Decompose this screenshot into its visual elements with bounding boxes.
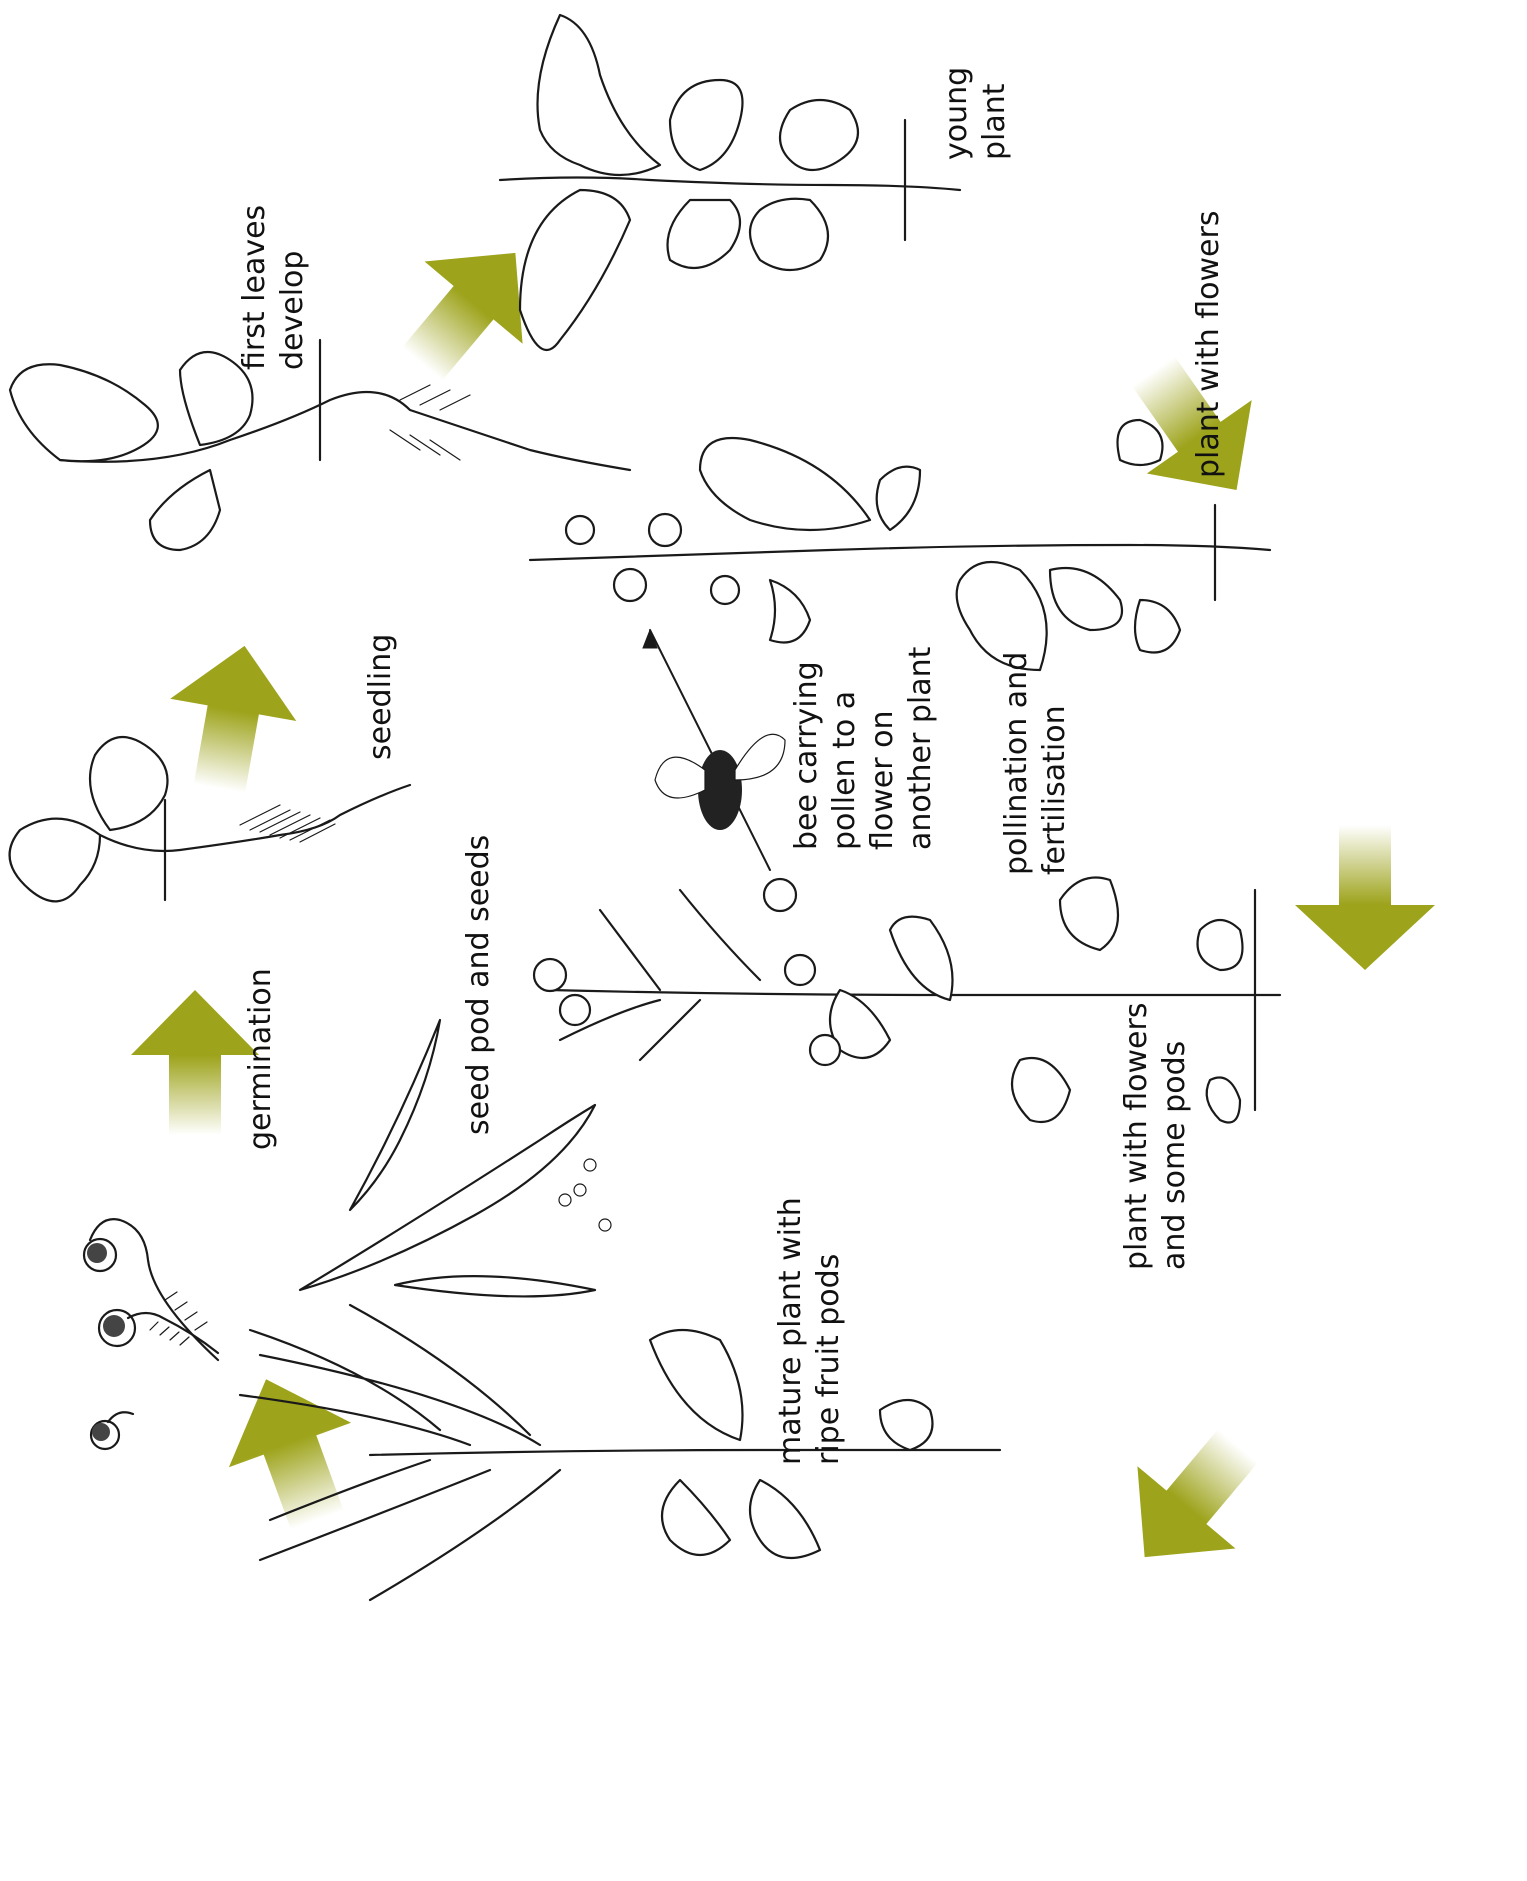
bee-drawing: [643, 630, 785, 870]
cycle-arrow-3: [156, 635, 307, 800]
label-young-plant: young plant: [938, 67, 1014, 160]
flowering-plant-drawing: [530, 420, 1270, 670]
first-leaves-drawing: [10, 340, 630, 550]
germination-drawing: [84, 1219, 218, 1449]
label-plant-with-flowers: plant with flowers: [1190, 211, 1228, 478]
young-plant-drawing: [500, 15, 960, 350]
seed-pod-drawing: [300, 1020, 611, 1296]
label-flowers-and-pods: plant with flowers and some pods: [1118, 1003, 1194, 1270]
cycle-arrow-7: [1096, 1405, 1287, 1598]
label-seedling: seedling: [362, 634, 400, 760]
label-pollination: pollination and fertilisation: [998, 652, 1074, 875]
label-mature-plant: mature plant with ripe fruit pods: [772, 1197, 848, 1465]
mature-plant-drawing: [240, 1305, 1000, 1600]
cycle-arrow-2: [131, 990, 259, 1135]
label-germination: germination: [242, 968, 280, 1150]
label-first-leaves: first leaves develop: [236, 205, 312, 370]
cycle-arrow-1: [205, 1357, 378, 1542]
cycle-arrow-6: [1295, 825, 1435, 970]
label-seed-pod: seed pod and seeds: [460, 835, 498, 1135]
label-bee: bee carrying pollen to a flower on anoth…: [788, 647, 940, 850]
